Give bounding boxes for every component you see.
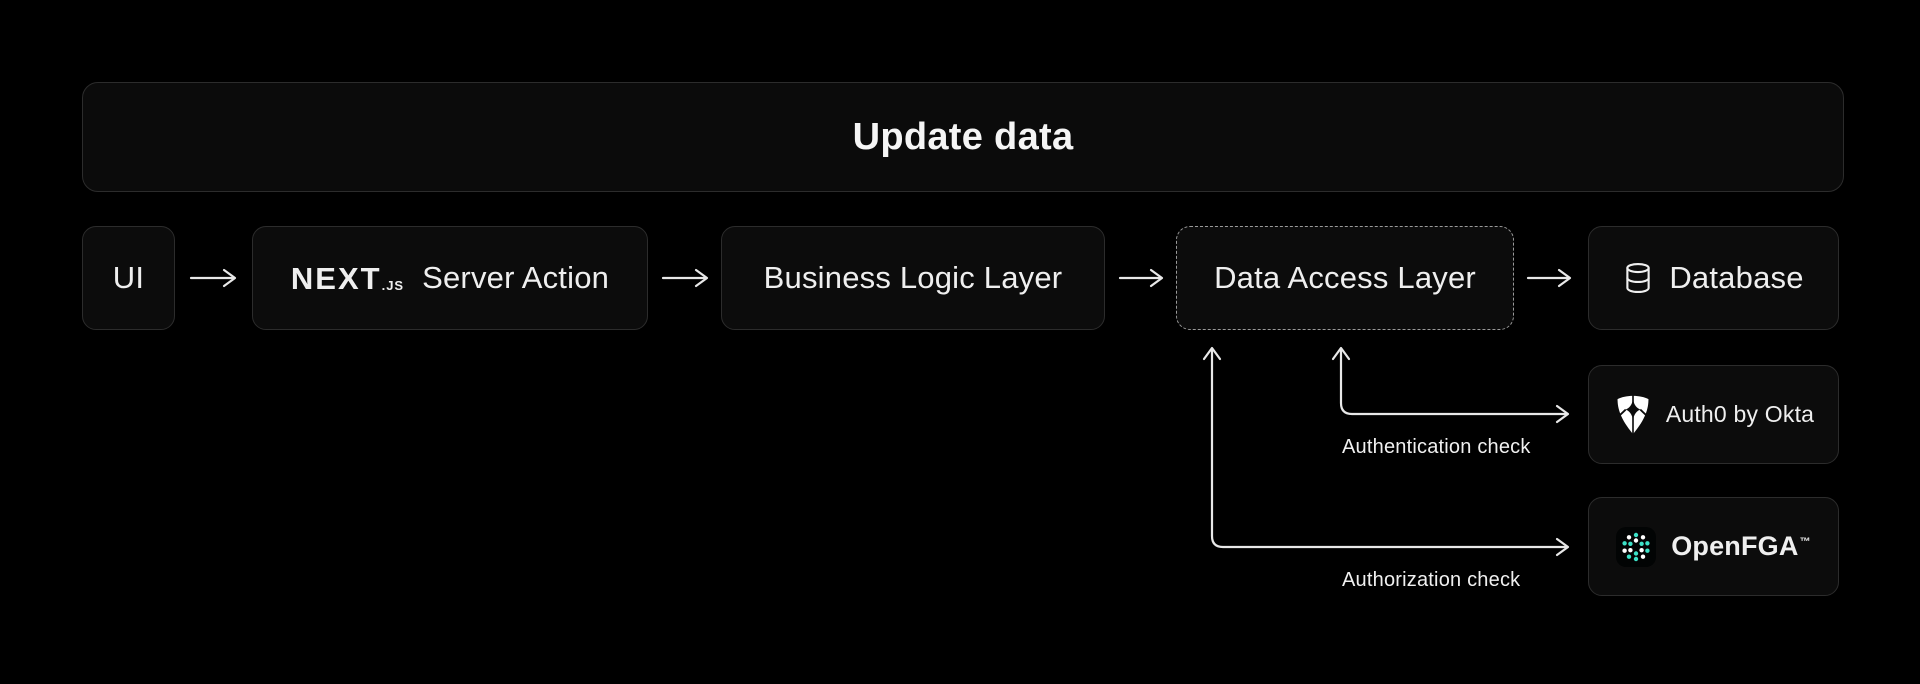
node-business-logic-label: Business Logic Layer xyxy=(763,260,1063,295)
nextjs-js-suffix: .JS xyxy=(381,277,405,293)
authentication-check-label: Authentication check xyxy=(1342,436,1531,458)
arrow-ui-to-server-action xyxy=(189,268,237,288)
node-server-action: NEXT .JS Server Action xyxy=(252,226,648,330)
node-openfga: OpenFGA™ xyxy=(1588,497,1839,596)
arrow-data-access-to-database xyxy=(1526,268,1572,288)
nextjs-wordmark: NEXT xyxy=(290,260,382,296)
arrow-business-logic-to-data-access xyxy=(1118,268,1164,288)
node-ui-label: UI xyxy=(112,260,145,295)
auth0-shield-icon xyxy=(1612,392,1653,437)
node-business-logic-layer: Business Logic Layer xyxy=(721,226,1105,330)
trademark-symbol: ™ xyxy=(1799,536,1811,548)
node-openfga-label: OpenFGA™ xyxy=(1671,531,1811,561)
database-cylinder-icon xyxy=(1623,261,1653,295)
nextjs-logo-icon: NEXT .JS xyxy=(291,263,404,294)
arrow-authentication-check xyxy=(1331,346,1570,424)
node-database: Database xyxy=(1588,226,1839,330)
title-bar: Update data xyxy=(82,82,1844,192)
authorization-check-label: Authorization check xyxy=(1342,569,1521,591)
node-data-access-label: Data Access Layer xyxy=(1214,260,1476,295)
openfga-dots-icon xyxy=(1616,526,1657,567)
node-data-access-layer: Data Access Layer xyxy=(1176,226,1514,330)
node-database-label: Database xyxy=(1669,260,1804,295)
node-ui: UI xyxy=(82,226,175,330)
diagram-title: Update data xyxy=(852,115,1074,158)
node-auth0: Auth0 by Okta xyxy=(1588,365,1839,464)
node-server-action-label: Server Action xyxy=(422,260,610,295)
arrow-server-action-to-business-logic xyxy=(661,268,709,288)
node-auth0-label: Auth0 by Okta xyxy=(1665,401,1815,427)
